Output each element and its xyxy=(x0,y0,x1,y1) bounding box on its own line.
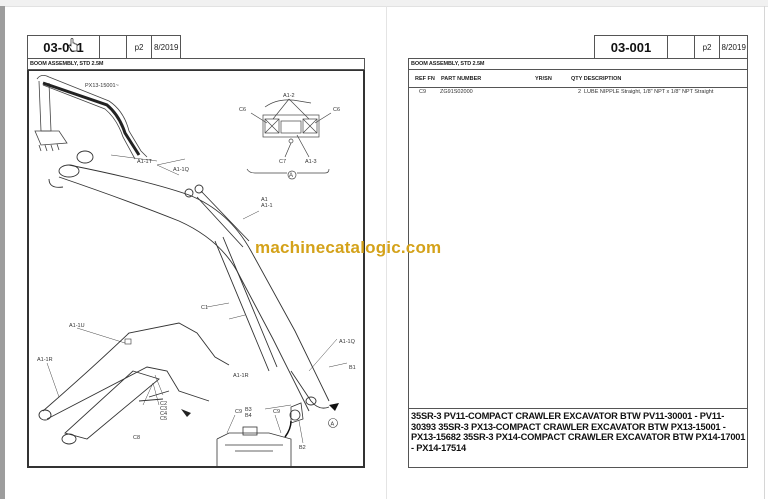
section-title-bar: BOOM ASSEMBLY, STD 2.5M xyxy=(408,58,748,70)
svg-text:C3: C3 xyxy=(160,406,167,412)
svg-text:B1: B1 xyxy=(349,365,356,371)
page-code: 03-001 xyxy=(595,36,669,58)
viewer-toolbar-band xyxy=(0,0,768,7)
svg-text:A1-3: A1-3 xyxy=(305,159,317,165)
svg-text:A1-1Q: A1-1Q xyxy=(173,167,190,173)
watermark: machinecatalogic.com xyxy=(255,238,442,257)
viewer-right-edge xyxy=(764,6,765,499)
svg-text:A1-1: A1-1 xyxy=(261,203,273,209)
page-code: 03-001 xyxy=(28,36,101,58)
page-divider xyxy=(386,6,387,499)
row-description: LUBE NIPPLE Straight, 1/8" NPT x 1/8" NP… xyxy=(584,89,714,95)
svg-text:C7: C7 xyxy=(279,159,286,165)
header-blank-cell xyxy=(100,36,127,58)
svg-text:A1-1T: A1-1T xyxy=(137,159,153,165)
model-applicability-footer: 35SR-3 PV11-COMPACT CRAWLER EXCAVATOR BT… xyxy=(408,408,748,468)
parts-drawing: PX13-15001~ A1-2 C6 C6 C7 A1-3 A xyxy=(27,70,365,468)
right-page-header: 03-001 p2 8/2019 xyxy=(594,35,748,58)
svg-text:A1-1R: A1-1R xyxy=(37,357,53,363)
col-qty-description: QTY DESCRIPTION xyxy=(571,76,622,82)
viewer-left-scroll-strip[interactable] xyxy=(0,6,5,499)
svg-text:C5: C5 xyxy=(160,416,167,422)
svg-text:C6: C6 xyxy=(239,107,246,113)
svg-text:B3: B3 xyxy=(245,407,252,413)
svg-text:C9: C9 xyxy=(273,409,280,415)
svg-text:C9: C9 xyxy=(235,409,242,415)
left-page-header: 03-001 p2 8/2019 xyxy=(27,35,181,58)
svg-text:A: A xyxy=(289,173,293,179)
svg-text:C2: C2 xyxy=(160,401,167,407)
page-number: p2 xyxy=(695,36,721,58)
col-yrsn: YR/SN xyxy=(535,76,552,82)
header-blank-cell xyxy=(668,36,695,58)
row-part-number: ZG91S02000 xyxy=(440,89,473,95)
section-title-bar: BOOM ASSEMBLY, STD 2.5M xyxy=(27,58,365,70)
svg-text:C4: C4 xyxy=(160,411,167,417)
svg-text:A1: A1 xyxy=(261,197,268,203)
row-ref: C9 xyxy=(419,89,427,95)
page-number: p2 xyxy=(127,36,153,58)
svg-text:B4: B4 xyxy=(245,413,252,419)
svg-text:A1-1R: A1-1R xyxy=(233,373,249,379)
svg-text:C6: C6 xyxy=(333,107,340,113)
svg-text:A1-1U: A1-1U xyxy=(69,323,85,329)
serial-note: PX13-15001~ xyxy=(85,83,119,89)
svg-text:A1-1Q: A1-1Q xyxy=(339,339,356,345)
svg-text:A: A xyxy=(331,422,335,428)
parts-table-header: REF FN PART NUMBER YR/SN QTY DESCRIPTION xyxy=(408,70,748,88)
col-part-number: PART NUMBER xyxy=(441,76,482,82)
page-date: 8/2019 xyxy=(721,42,746,52)
svg-text:C1: C1 xyxy=(201,305,208,311)
row-qty: 2 xyxy=(578,89,582,95)
svg-text:B2: B2 xyxy=(299,445,306,451)
svg-text:C8: C8 xyxy=(133,435,140,441)
col-ref-fn: REF FN xyxy=(415,76,435,82)
hand-cursor-icon xyxy=(68,38,78,52)
svg-text:A1-2: A1-2 xyxy=(283,93,295,99)
table-row: C9 ZG91S02000 2 LUBE NIPPLE Straight, 1/… xyxy=(408,88,748,98)
page-date: 8/2019 xyxy=(153,42,179,52)
boom-assembly-diagram: PX13-15001~ A1-2 C6 C6 C7 A1-3 A xyxy=(34,75,356,467)
